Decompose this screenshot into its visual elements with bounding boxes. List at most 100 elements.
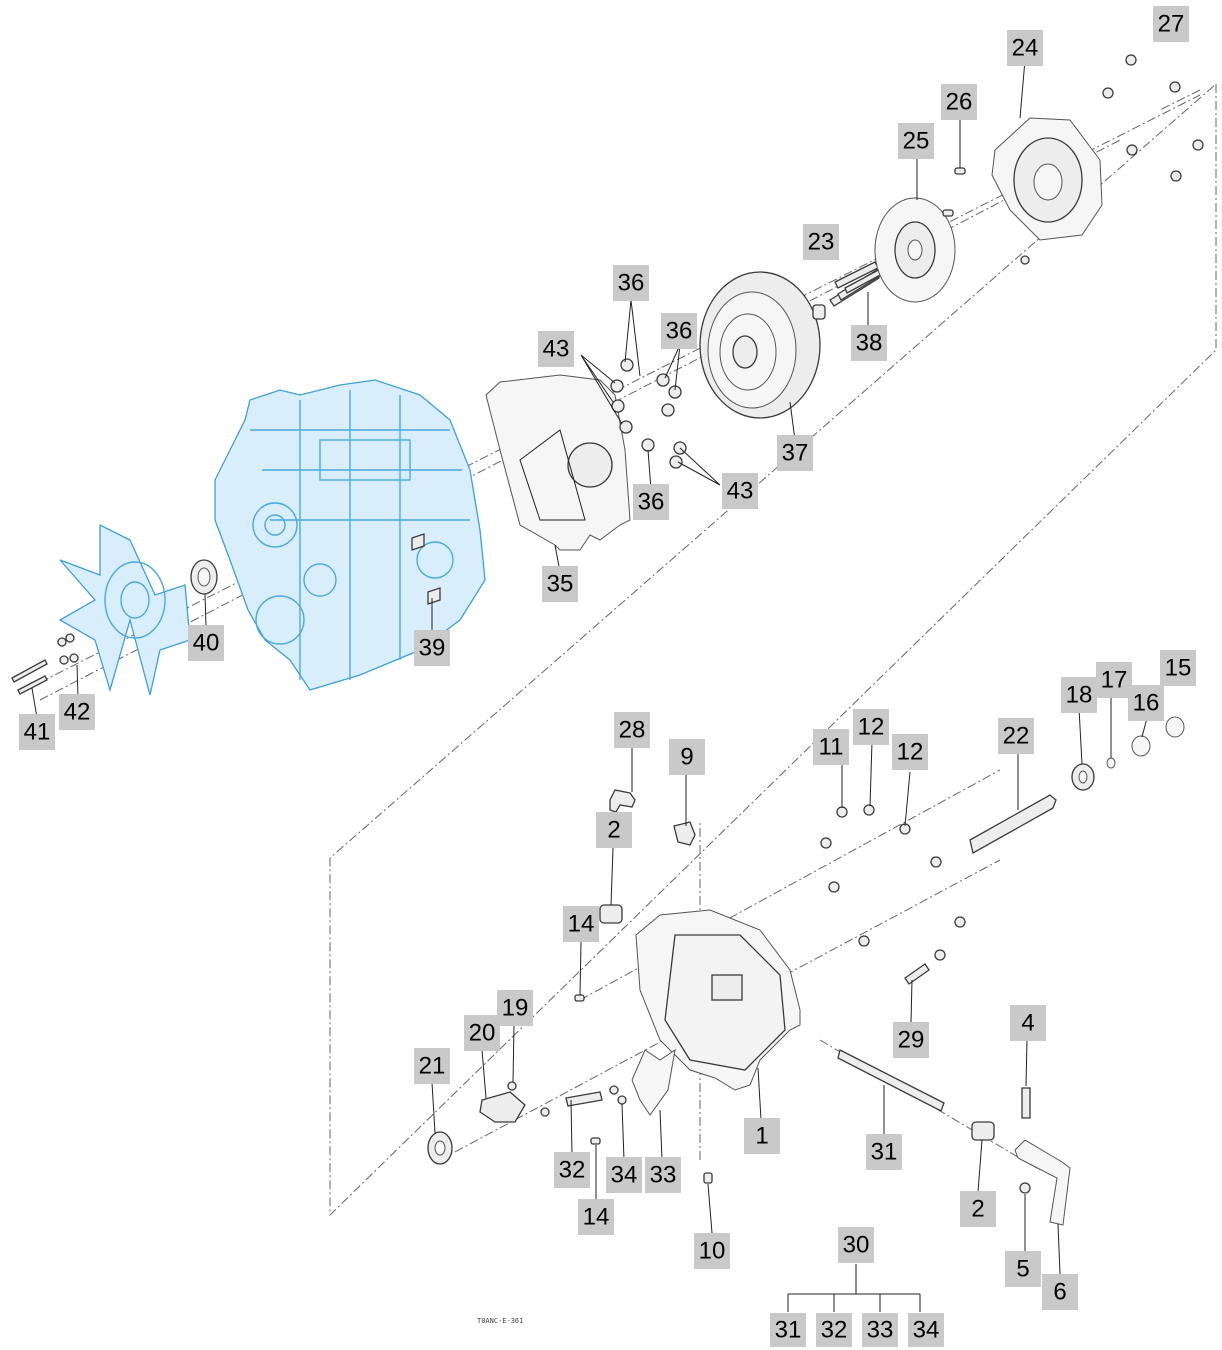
svg-text:6: 6 [1053,1279,1066,1306]
callout-10: 10 [694,1233,730,1269]
svg-text:30: 30 [843,1232,870,1259]
svg-text:10: 10 [699,1238,726,1265]
clutch-cover [991,117,1103,241]
input-shaft [969,794,1057,854]
callout-12: 12 [853,709,889,745]
svg-text:2: 2 [971,1196,984,1223]
callout-36: 36 [633,484,669,520]
svg-text:12: 12 [858,714,885,741]
drain-plug [703,1172,713,1184]
dowel-pins [942,167,966,217]
hose-fitting [609,789,696,846]
bearing-set [1071,716,1185,791]
svg-text:43: 43 [543,336,570,363]
callout-9: 9 [669,739,705,775]
svg-text:41: 41 [24,719,51,746]
svg-text:T0ANC-E-361: T0ANC-E-361 [477,1317,523,1325]
svg-text:32: 32 [559,1157,586,1184]
callout-37: 37 [777,435,813,471]
callout-2: 2 [960,1191,996,1227]
svg-text:40: 40 [193,630,220,657]
svg-text:43: 43 [727,478,754,505]
release-fork [565,1048,676,1116]
callout-34: 34 [606,1157,642,1193]
release-bearing [427,1081,550,1165]
svg-text:15: 15 [1165,655,1192,682]
callout-43: 43 [722,473,758,509]
callout-43: 43 [538,331,574,367]
callout-15: 15 [1160,650,1196,686]
callout-35: 35 [542,566,578,602]
svg-text:25: 25 [903,128,930,155]
svg-text:33: 33 [650,1162,677,1189]
callout-23: 23 [803,224,839,260]
pilot-bearing [812,304,826,320]
callout-32: 32 [554,1152,590,1188]
svg-text:36: 36 [666,318,693,345]
callout-4: 4 [1010,1005,1046,1041]
svg-text:36: 36 [618,270,645,297]
svg-text:31: 31 [871,1139,898,1166]
fork-shaft [837,1049,945,1112]
callout-leaders [31,59,1148,1312]
svg-text:11: 11 [819,734,844,761]
callout-36: 36 [661,313,697,349]
callout-12: 12 [892,734,928,770]
svg-text:31: 31 [775,1317,802,1344]
svg-text:36: 36 [638,489,665,516]
callout-14: 14 [578,1199,614,1235]
svg-text:12: 12 [897,739,924,766]
callout-2: 2 [596,812,632,848]
callout-28: 28 [614,712,650,748]
svg-text:37: 37 [782,440,809,467]
callout-32: 32 [816,1313,852,1347]
callout-27: 27 [1153,6,1189,42]
housing-bolts [820,804,966,985]
svg-text:22: 22 [1003,723,1030,750]
callout-14: 14 [563,906,599,942]
clutch-housing [635,909,801,1091]
callout-42: 42 [59,694,95,730]
bushings [574,904,995,1145]
callout-36: 36 [613,265,649,301]
svg-text:29: 29 [898,1027,925,1054]
svg-text:18: 18 [1066,682,1093,709]
svg-text:23: 23 [808,229,835,256]
svg-text:19: 19 [502,995,529,1022]
svg-text:20: 20 [469,1020,496,1047]
callout-16: 16 [1128,685,1164,721]
callout-19: 19 [497,990,533,1026]
svg-text:2: 2 [607,817,620,844]
callout-21: 21 [414,1048,450,1084]
svg-text:27: 27 [1158,11,1185,38]
svg-text:9: 9 [680,744,693,771]
svg-text:34: 34 [913,1317,940,1344]
svg-text:34: 34 [611,1162,638,1189]
flywheel [699,271,821,419]
svg-text:39: 39 [419,635,446,662]
callout-31: 31 [866,1134,902,1170]
svg-text:33: 33 [867,1317,894,1344]
callout-39: 39 [414,630,450,666]
callout-22: 22 [998,718,1034,754]
callout-30: 30 [838,1227,874,1263]
engine-assembly [214,379,486,691]
callout-20: 20 [464,1015,500,1051]
callout-1: 1 [744,1118,780,1154]
release-lever [1014,1087,1071,1226]
svg-text:14: 14 [568,911,595,938]
svg-text:38: 38 [856,330,883,357]
svg-text:21: 21 [419,1053,446,1080]
flywheel-bolts [829,261,885,307]
svg-text:32: 32 [821,1317,848,1344]
callout-5: 5 [1005,1251,1041,1287]
svg-text:24: 24 [1012,35,1039,62]
callout-17: 17 [1096,662,1132,698]
svg-text:4: 4 [1021,1010,1034,1037]
svg-text:5: 5 [1016,1256,1029,1283]
callout-labels: 27 24 26 25 23 38 36 36 43 37 36 43 35 4… [19,6,1196,1347]
svg-text:17: 17 [1101,667,1128,694]
cooling-fan [58,523,191,696]
fan-bolts [11,633,79,695]
callout-40: 40 [188,625,224,661]
